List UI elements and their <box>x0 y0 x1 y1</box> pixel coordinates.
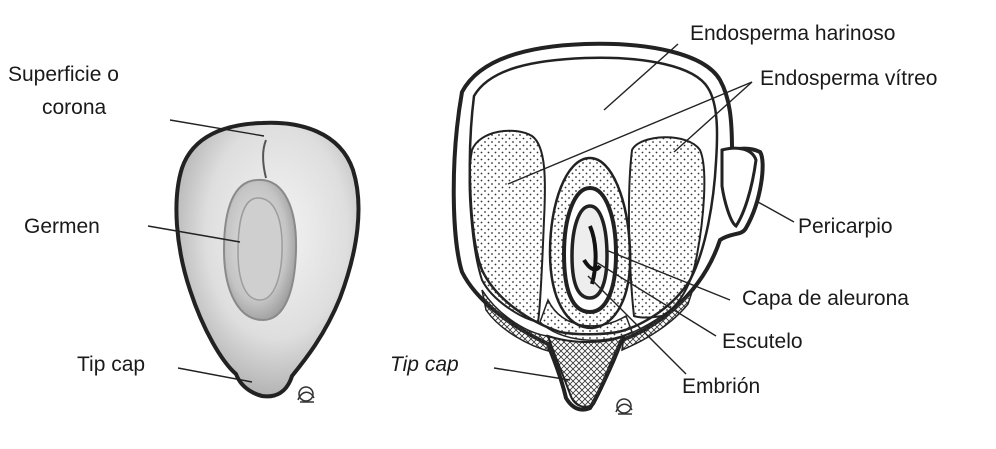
label-tip-cap-right: Tip cap <box>390 353 459 376</box>
label-endosperma-harinoso: Endosperma harinoso <box>690 22 895 45</box>
label-capa-aleurona: Capa de aleurona <box>742 287 909 310</box>
artist-signature-icon <box>298 387 314 402</box>
artist-signature-icon-right <box>616 399 632 414</box>
label-tip-cap-left: Tip cap <box>77 353 145 376</box>
germ-inner <box>238 198 282 300</box>
label-superficie-line2: corona <box>42 96 107 119</box>
label-embrion: Embrión <box>682 375 760 398</box>
section-kernel <box>454 44 763 414</box>
label-superficie-line1: Superficie o <box>8 63 119 86</box>
label-pericarpio: Pericarpio <box>798 215 893 238</box>
label-endosperma-vitreo: Endosperma vítreo <box>760 67 937 90</box>
embryo-ring-mid <box>572 206 607 298</box>
label-escutelo: Escutelo <box>722 330 803 353</box>
label-germen: Germen <box>24 215 100 238</box>
external-kernel <box>176 123 358 402</box>
